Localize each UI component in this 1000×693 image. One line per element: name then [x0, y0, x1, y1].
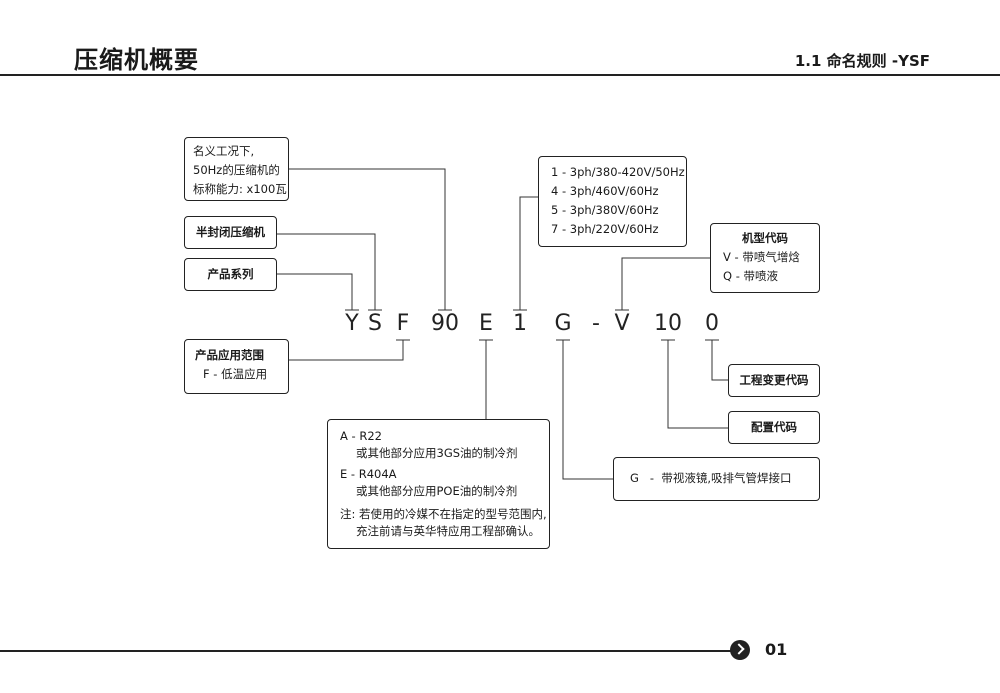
engineering-change-label: 工程变更代码 — [739, 373, 809, 387]
model-type-box: 机型代码 V - 带喷气增焓 Q - 带喷液 — [710, 223, 820, 293]
voltage-item-4: 4 - 3ph/460V/60Hz — [551, 184, 659, 198]
refrigerant-a-code: A - R22 — [340, 429, 382, 443]
capacity-line-3: 标称能力: x100瓦 — [193, 182, 287, 196]
voltage-item-5: 5 - 3ph/380V/60Hz — [551, 203, 659, 217]
header-divider — [0, 74, 1000, 76]
code-f: F — [396, 311, 410, 336]
refrigerant-note-1: 注: 若使用的冷媒不在指定的型号范围内, — [340, 507, 547, 521]
page-number: 01 — [765, 640, 788, 659]
chevron-right-icon — [730, 640, 750, 660]
code-e: E — [479, 311, 493, 336]
connector-product-series — [277, 273, 353, 310]
g-option-label: G - 带视液镜,吸排气管焊接口 — [630, 471, 792, 485]
connector-capacity — [289, 168, 446, 310]
engineering-change-box: 工程变更代码 — [728, 364, 820, 397]
capacity-box: 名义工况下, 50Hz的压缩机的 标称能力: x100瓦 — [184, 137, 289, 201]
application-box: 产品应用范围 F - 低温应用 — [184, 339, 289, 394]
model-type-title: 机型代码 — [742, 231, 788, 245]
model-type-item-q: Q - 带喷液 — [723, 269, 779, 283]
application-item: F - 低温应用 — [203, 367, 268, 381]
semi-hermetic-label: 半封闭压缩机 — [196, 225, 265, 239]
g-option-box: G - 带视液镜,吸排气管焊接口 — [613, 457, 820, 501]
refrigerant-a-desc: 或其他部分应用3GS油的制冷剂 — [356, 446, 518, 460]
refrigerant-note-2: 充注前请与英华特应用工程部确认。 — [356, 524, 540, 538]
voltage-item-7: 7 - 3ph/220V/60Hz — [551, 222, 659, 236]
section-title: 1.1 命名规则 -YSF — [794, 52, 930, 70]
code-config: 10 — [654, 311, 682, 336]
page-title: 压缩机概要 — [74, 46, 199, 74]
code-g: G — [554, 311, 572, 336]
capacity-line-1: 名义工况下, — [193, 144, 255, 158]
code-capacity: 90 — [431, 311, 459, 336]
application-title: 产品应用范围 — [195, 348, 264, 362]
model-type-item-v: V - 带喷气增焓 — [723, 250, 800, 264]
refrigerant-e-desc: 或其他部分应用POE油的制冷剂 — [356, 484, 518, 498]
semi-hermetic-box: 半封闭压缩机 — [184, 216, 277, 249]
refrigerant-box: A - R22 或其他部分应用3GS油的制冷剂 E - R404A 或其他部分应… — [327, 419, 550, 549]
config-code-label: 配置代码 — [751, 420, 797, 434]
connector-model-type — [621, 257, 710, 310]
connector-semi-hermetic — [277, 233, 376, 310]
code-dash: - — [592, 311, 600, 336]
code-v: V — [614, 311, 630, 336]
code-y: Y — [345, 311, 359, 336]
connector-application — [289, 340, 404, 361]
voltage-item-1: 1 - 3ph/380-420V/50Hz — [551, 165, 685, 179]
capacity-line-2: 50Hz的压缩机的 — [193, 163, 280, 177]
footer-divider — [0, 650, 732, 652]
connector-g-option — [562, 340, 613, 480]
product-series-label: 产品系列 — [207, 267, 254, 281]
code-voltage: 1 — [513, 311, 527, 336]
code-s: S — [368, 311, 382, 336]
connector-voltage — [519, 196, 538, 310]
connector-engineering — [711, 340, 728, 381]
code-engineering: 0 — [705, 311, 719, 336]
refrigerant-e-code: E - R404A — [340, 467, 397, 481]
voltage-box: 1 - 3ph/380-420V/50Hz 4 - 3ph/460V/60Hz … — [538, 156, 687, 247]
config-code-box: 配置代码 — [728, 411, 820, 444]
connector-config — [667, 340, 728, 429]
product-series-box: 产品系列 — [184, 258, 277, 291]
